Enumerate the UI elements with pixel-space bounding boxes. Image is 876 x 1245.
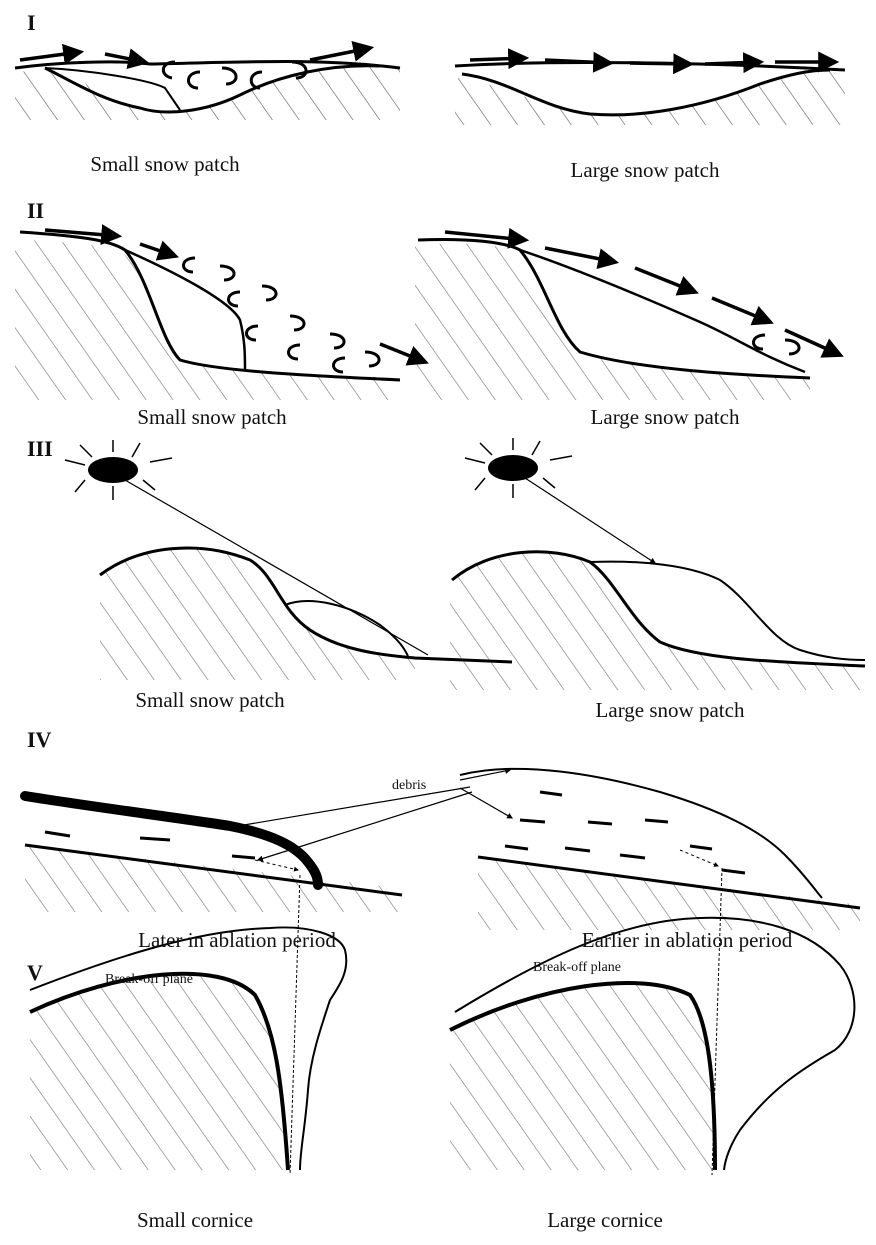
caption-1-left: Small snow patch: [90, 152, 239, 177]
wind-arrow: [630, 63, 690, 64]
eddy-icon: [222, 68, 236, 84]
caption-2-right: Large snow patch: [591, 405, 740, 430]
caption-5-right: Large cornice: [547, 1208, 663, 1233]
eddy-cluster: [183, 258, 379, 372]
caption-3-right: Large snow patch: [596, 698, 745, 723]
eddy-icon: [753, 335, 765, 349]
sun-icon: [488, 455, 538, 481]
panel-numeral-5: V: [27, 960, 43, 986]
eddy-icon: [188, 72, 200, 88]
caption-3-left: Small snow patch: [135, 688, 284, 713]
panel-numeral-1: I: [27, 10, 36, 36]
debris-label: debris: [392, 778, 426, 794]
eddy-icon: [785, 340, 799, 354]
wind-arrow: [712, 298, 770, 322]
wind-arrow: [20, 52, 80, 60]
wind-arrow: [635, 268, 695, 292]
panel-2-left: [15, 230, 425, 400]
caption-4-right: Earlier in ablation period: [582, 928, 793, 953]
panel-3-right: [450, 438, 865, 690]
panel-numeral-2: II: [27, 198, 44, 224]
caption-4-left: Later in ablation period: [138, 928, 336, 953]
panel-numeral-4: IV: [27, 727, 51, 753]
wind-arrow: [140, 244, 175, 256]
wind-arrow: [470, 58, 525, 60]
caption-2-left: Small snow patch: [137, 405, 286, 430]
panel-1-right: [455, 58, 845, 125]
break-off-plane-label-left: Break-off plane: [105, 972, 193, 988]
panel-numeral-3: III: [27, 436, 53, 462]
caption-1-right: Large snow patch: [571, 158, 720, 183]
sun-icon: [88, 457, 138, 483]
caption-5-left: Small cornice: [137, 1208, 253, 1233]
panel-1-left: [15, 48, 400, 120]
panel-4-left: [25, 787, 472, 912]
panel-2-right: [415, 232, 840, 400]
wind-arrow: [310, 48, 370, 60]
panel-3-left: [65, 440, 512, 680]
panel-4-right: [460, 769, 860, 930]
wind-arrow: [705, 62, 760, 64]
wind-arrow: [545, 248, 615, 262]
break-off-plane-label-right: Break-off plane: [533, 960, 621, 976]
